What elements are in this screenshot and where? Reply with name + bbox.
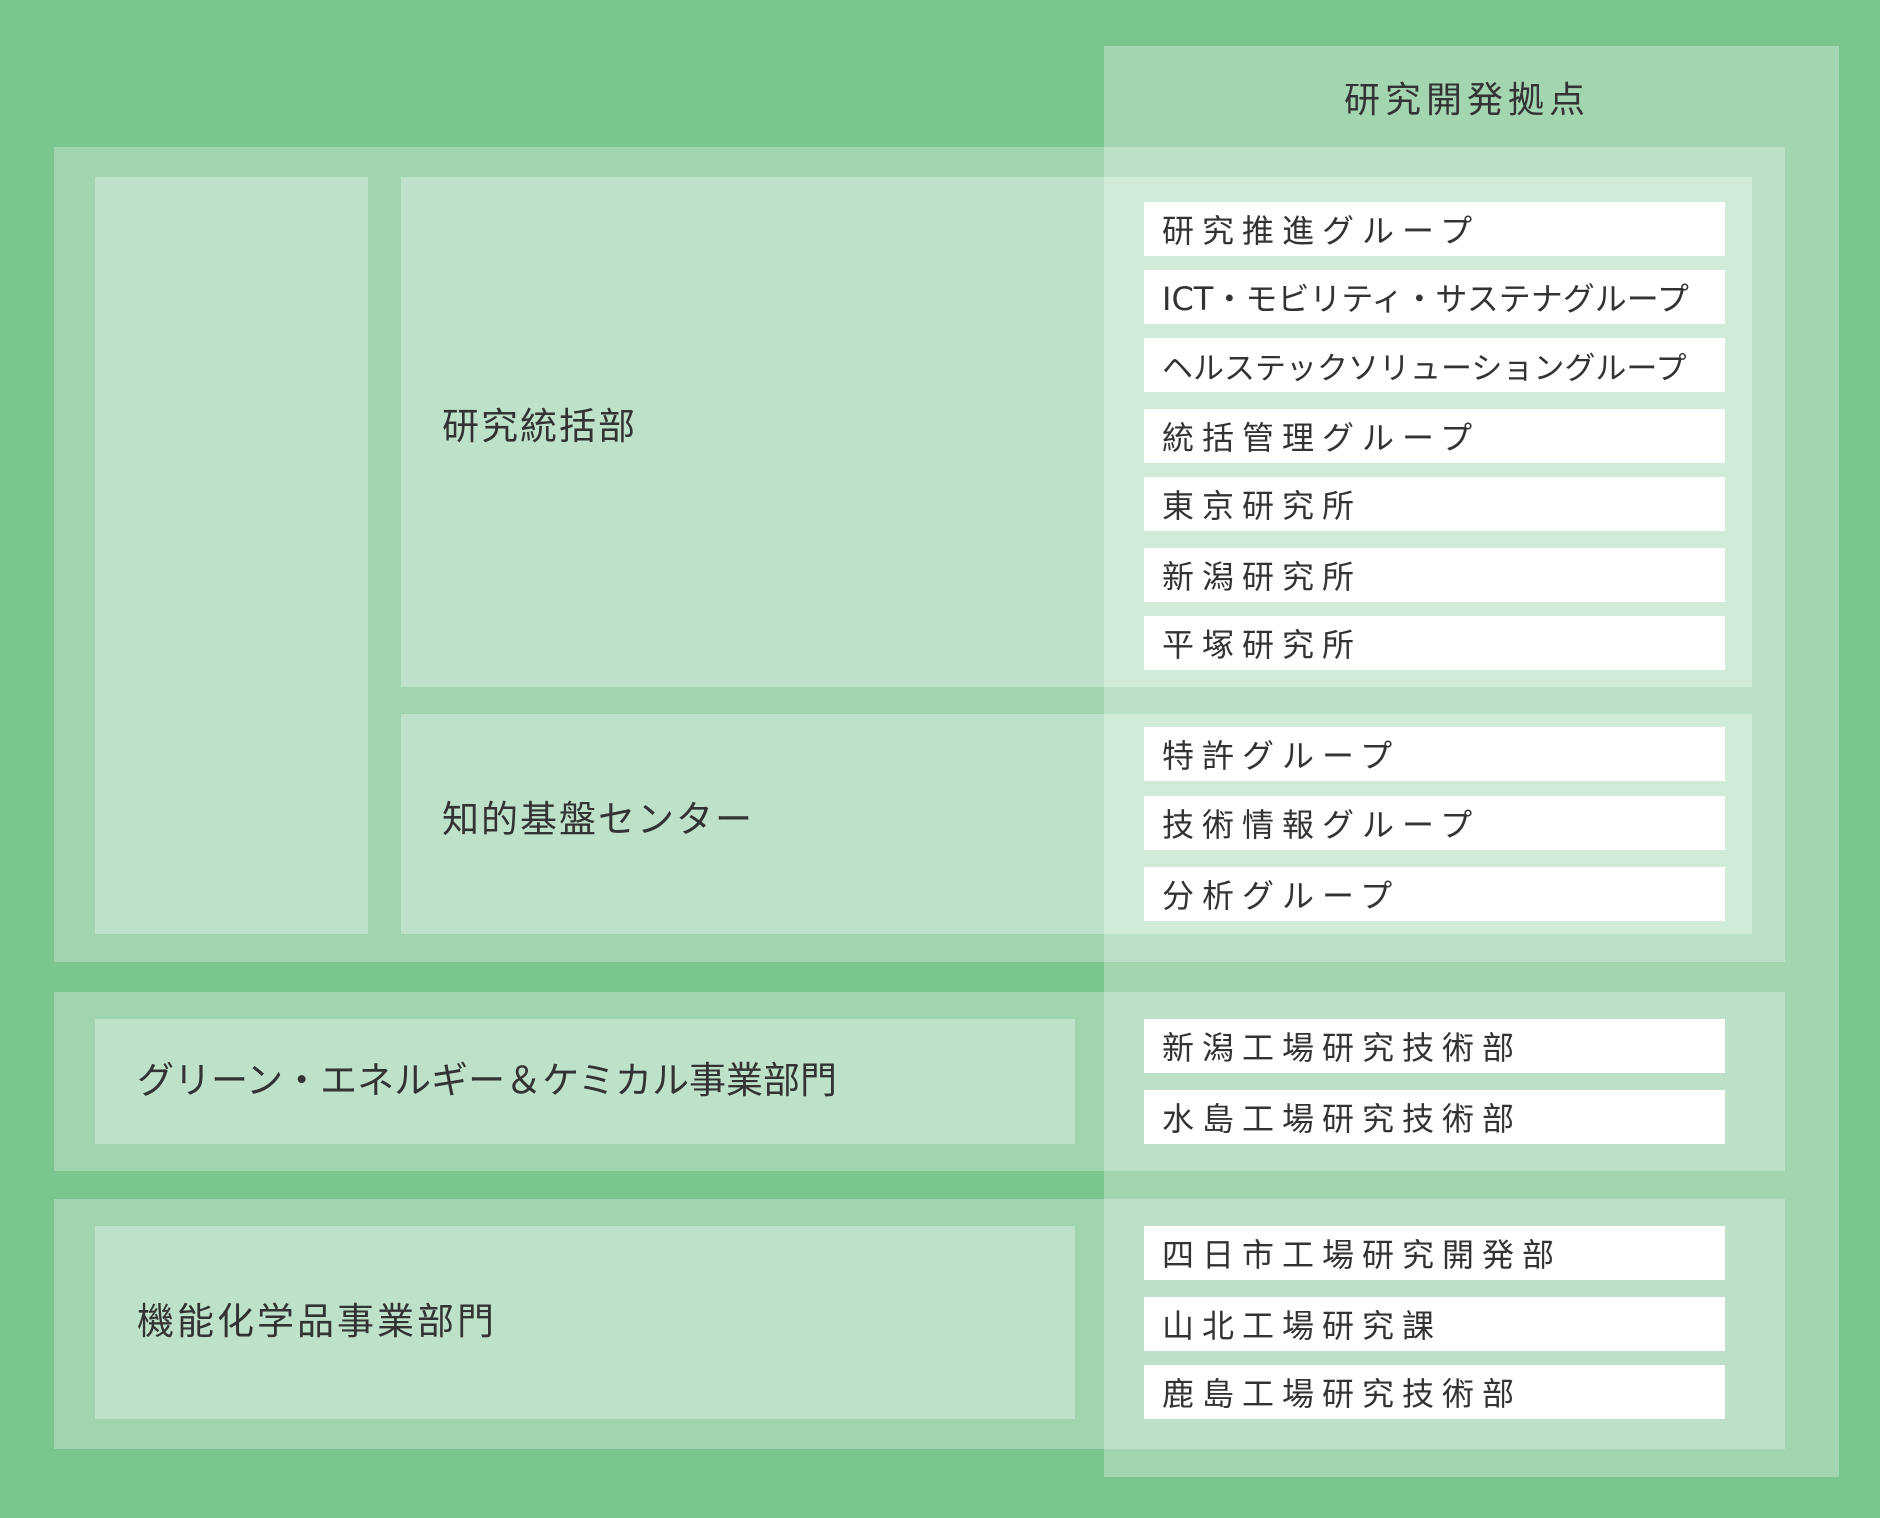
list-item: 新潟研究所 <box>1144 548 1725 602</box>
ip-center-label: 知的基盤センター <box>442 798 754 841</box>
list-item: 新潟工場研究技術部 <box>1144 1019 1725 1073</box>
list-item: 研究推進グループ <box>1144 202 1725 256</box>
list-item: 統括管理グループ <box>1144 409 1725 463</box>
list-item: 分析グループ <box>1144 867 1725 921</box>
corporate-left-column <box>95 177 368 934</box>
specialty-chemicals-label: 機能化学品事業部門 <box>137 1300 497 1343</box>
green-energy-label: グリーン・エネルギー＆ケミカル事業部門 <box>137 1059 838 1102</box>
green-energy-label-box <box>95 1019 1075 1144</box>
list-item: 水島工場研究技術部 <box>1144 1090 1725 1144</box>
list-item: ICT・モビリティ・サステナグループ <box>1144 270 1725 324</box>
specialty-chemicals-label-box <box>95 1226 1075 1419</box>
list-item: 東京研究所 <box>1144 477 1725 531</box>
list-item: 四日市工場研究開発部 <box>1144 1226 1725 1280</box>
list-item: ヘルステックソリューショングループ <box>1144 338 1725 392</box>
list-item: 山北工場研究課 <box>1144 1297 1725 1351</box>
list-item: 特許グループ <box>1144 727 1725 781</box>
research-coordination-dept-label: 研究統括部 <box>442 405 637 448</box>
rnd-sites-panel-title: 研究開発拠点 <box>1344 79 1591 121</box>
list-item: 鹿島工場研究技術部 <box>1144 1365 1725 1419</box>
list-item: 平塚研究所 <box>1144 616 1725 670</box>
list-item: 技術情報グループ <box>1144 796 1725 850</box>
